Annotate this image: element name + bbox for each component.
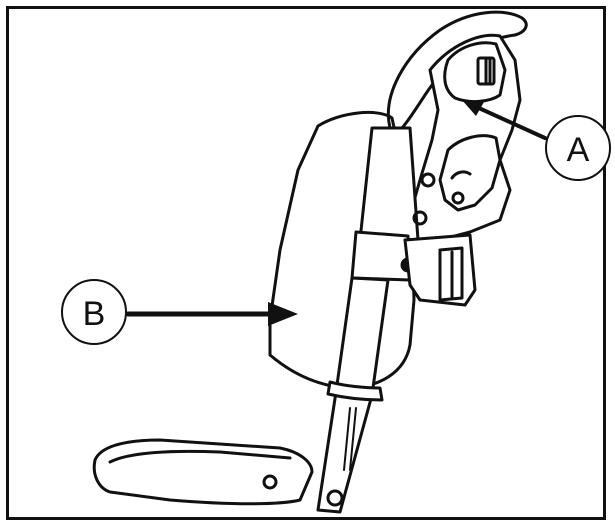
top-bracket	[386, 10, 528, 137]
column-top	[358, 126, 420, 242]
callout-arrow-a	[468, 102, 547, 140]
callout-a: A	[545, 115, 611, 181]
callout-b: B	[61, 279, 127, 345]
band-clamp	[326, 380, 384, 402]
callout-b-label: B	[83, 295, 106, 333]
clamp-collar	[350, 230, 412, 282]
footplate	[92, 438, 314, 506]
calf-pad	[268, 110, 416, 390]
callout-a-label: A	[567, 131, 590, 169]
vertical-tube	[334, 276, 390, 397]
